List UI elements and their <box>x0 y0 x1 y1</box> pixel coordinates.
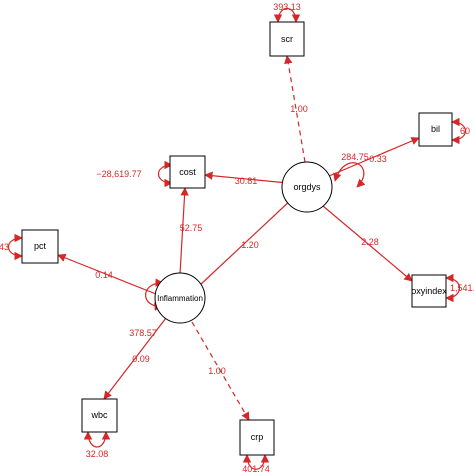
variance-loop-cost <box>157 160 173 188</box>
edge-inflam-pct <box>57 253 157 295</box>
node-label-orgdys: orgdys <box>293 182 321 192</box>
edge-label-orgdys-cost: 30.81 <box>235 176 258 186</box>
variance-loop-scr <box>273 7 301 23</box>
variance-label-orgdys: 284.75 <box>341 152 369 162</box>
node-label-oxyindex: oxyindex <box>411 286 447 296</box>
node-label-scr: scr <box>281 34 293 44</box>
node-label-pct: pct <box>34 241 47 251</box>
node-oxyindex: oxyindex <box>411 274 447 308</box>
variance-label-pct: .43 <box>0 242 9 252</box>
node-label-cost: cost <box>179 167 196 177</box>
edge-label-inflam-cost: 52.75 <box>180 223 203 233</box>
variance-label-inflammation: 378.57 <box>129 328 157 338</box>
edge-label-inflam-wbc: 0.09 <box>132 354 150 364</box>
variance-loop-oxyindex <box>445 273 461 303</box>
edge-label-orgdys-bil: 0.33 <box>369 154 387 164</box>
node-inflammation: Inflammation <box>154 272 206 324</box>
edge-orgdys-oxyindex <box>322 205 413 282</box>
variance-loop-orgdys <box>333 162 366 188</box>
node-scr: scr <box>269 21 305 57</box>
edge-label-inflam-orgdys: 1.20 <box>241 240 259 250</box>
edge-inflam-crp <box>191 321 250 421</box>
edge-label-orgdys-scr: 1.00 <box>290 104 308 114</box>
variance-loop-pct <box>7 233 23 261</box>
variance-loop-crp <box>242 454 270 470</box>
variance-label-cost: −28,619.77 <box>96 169 141 179</box>
edge-inflam-wbc <box>103 317 167 400</box>
variance-loop-bil <box>451 117 467 145</box>
edge-inflam-orgdys <box>198 197 294 287</box>
variance-loop-wbc <box>83 431 111 448</box>
node-label-inflammation: Inflammation <box>157 294 203 303</box>
node-cost: cost <box>169 155 206 189</box>
node-wbc: wbc <box>81 398 118 433</box>
variance-label-crp: 401.74 <box>242 464 270 474</box>
variance-label-bil: 60 <box>460 126 470 136</box>
edge-inflam-cost <box>179 187 189 275</box>
variance-label-scr: 393.13 <box>273 2 301 12</box>
node-label-bil: bil <box>431 124 440 134</box>
edge-orgdys-cost <box>204 171 289 184</box>
node-crp: crp <box>239 419 275 456</box>
edge-label-orgdys-oxyindex: 2.28 <box>361 237 379 247</box>
node-bil: bil <box>418 112 453 147</box>
edge-label-inflam-pct: 0.14 <box>95 270 113 280</box>
node-label-wbc: wbc <box>90 410 108 420</box>
variance-label-oxyindex: 1,541. <box>450 283 474 293</box>
node-label-crp: crp <box>251 432 264 442</box>
node-pct: pct <box>21 229 59 264</box>
node-orgdys: orgdys <box>281 161 333 213</box>
edge-label-inflam-crp: 1.00 <box>208 366 226 376</box>
variance-label-wbc: 32.08 <box>86 449 109 459</box>
edge-orgdys-bil <box>328 137 420 177</box>
